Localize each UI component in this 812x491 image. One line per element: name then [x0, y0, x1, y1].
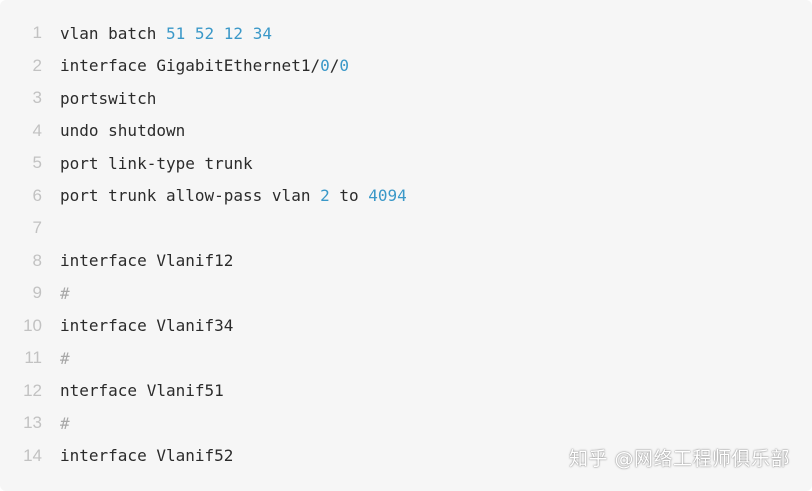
- code-text: portswitch: [60, 89, 156, 108]
- code-token: interface GigabitEthernet1/: [60, 56, 321, 76]
- number-token: 51: [165, 23, 186, 43]
- watermark: 知乎 @网络工程师俱乐部: [568, 448, 790, 470]
- code-token: interface Vlanif52: [60, 446, 234, 466]
- code-line: 5 port link-type trunk: [0, 147, 812, 180]
- code-line: 1 vlan batch 51 52 12 34: [0, 17, 812, 50]
- line-number: 12: [23, 380, 42, 400]
- line-number: 10: [23, 315, 42, 335]
- line-number: 11: [24, 348, 42, 368]
- code-token: /: [329, 56, 340, 76]
- line-number: 13: [23, 413, 42, 433]
- code-token: to: [329, 186, 369, 206]
- code-token: interface Vlanif12: [60, 251, 234, 271]
- line-number: 1: [32, 23, 42, 43]
- line-number: 7: [32, 218, 42, 238]
- code-token: port trunk allow-pass vlan: [60, 186, 321, 206]
- number-token: 0: [339, 56, 350, 76]
- comment-token: #: [60, 348, 70, 368]
- code-line: 10 interface Vlanif34: [0, 310, 812, 343]
- number-token: 0: [320, 56, 330, 76]
- line-number: 6: [32, 185, 42, 205]
- code-token: port link-type trunk: [60, 153, 253, 173]
- code-line: 3 portswitch: [0, 82, 812, 115]
- number-token: 12: [223, 23, 244, 43]
- code-line: 2 interface GigabitEthernet1/0/0: [0, 50, 812, 83]
- code-text: interface Vlanif52: [60, 446, 233, 465]
- code-text: port trunk allow-pass vlan 2 to 4094: [60, 186, 407, 205]
- number-token: 52: [194, 23, 215, 43]
- code-text: interface Vlanif34: [60, 316, 233, 335]
- code-token: portswitch: [60, 88, 157, 108]
- code-text: #: [60, 284, 70, 303]
- code-line: 11 #: [0, 342, 812, 375]
- code-line: 14 interface Vlanif52: [0, 440, 812, 473]
- code-text: undo shutdown: [60, 121, 185, 140]
- code-line: 4 undo shutdown: [0, 115, 812, 148]
- comment-token: #: [60, 413, 70, 433]
- code-token: vlan batch: [60, 23, 166, 43]
- code-text: interface GigabitEthernet1/0/0: [60, 56, 349, 75]
- code-token: interface Vlanif34: [60, 316, 234, 336]
- code-token: undo shutdown: [60, 121, 186, 141]
- code-text: #: [60, 349, 70, 368]
- number-token: 4094: [368, 186, 407, 206]
- code-text: nterface Vlanif51: [60, 381, 224, 400]
- code-text: port link-type trunk: [60, 154, 253, 173]
- code-token: nterface Vlanif51: [60, 381, 224, 401]
- code-text: #: [60, 414, 70, 433]
- code-line: 9#: [0, 277, 812, 310]
- line-number: 9: [32, 283, 42, 303]
- line-number: 2: [32, 55, 42, 75]
- code-token: [214, 24, 224, 43]
- line-number: 4: [32, 120, 42, 140]
- code-line: 8 interface Vlanif12: [0, 245, 812, 278]
- code-token: [185, 24, 195, 43]
- code-line: 6 port trunk allow-pass vlan 2 to 4094: [0, 180, 812, 213]
- line-number: 3: [32, 88, 42, 108]
- comment-token: #: [60, 283, 70, 303]
- line-number: 14: [23, 445, 42, 465]
- code-line: 7: [0, 212, 812, 245]
- code-text: interface Vlanif12: [60, 251, 233, 270]
- number-token: 34: [252, 23, 272, 43]
- code-line: 12 nterface Vlanif51: [0, 375, 812, 408]
- code-token: [243, 24, 253, 43]
- code-text: vlan batch 51 52 12 34: [60, 24, 272, 43]
- line-number: 8: [32, 250, 42, 270]
- code-line: 13 #: [0, 407, 812, 440]
- line-number: 5: [32, 153, 42, 173]
- number-token: 2: [320, 186, 330, 206]
